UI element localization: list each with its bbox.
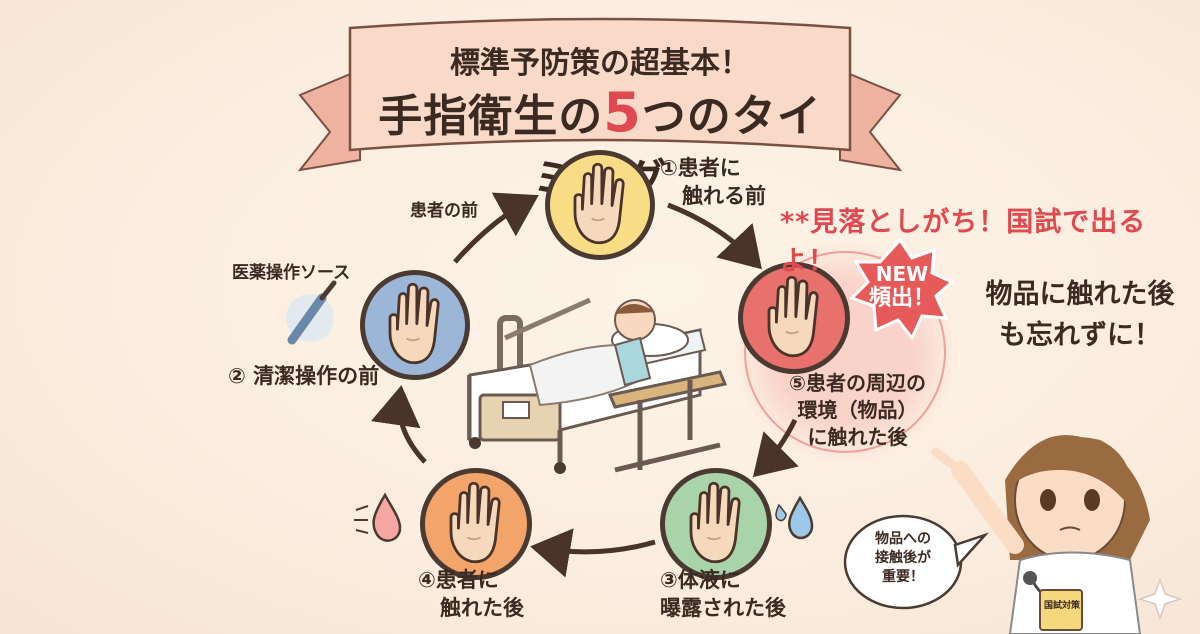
step3-number: ③ [660, 568, 678, 592]
new-badge [849, 237, 955, 341]
step5-line2: 環境（物品） [797, 398, 918, 422]
hand-icon [767, 275, 819, 358]
scalpel-icon [286, 280, 337, 345]
new-badge-text: NEW 頻出！ [856, 262, 948, 312]
sparkle-icon [1137, 577, 1183, 621]
new-badge-top: NEW [875, 262, 929, 286]
nurse-character [931, 435, 1150, 634]
arrow-3-to-4 [530, 528, 656, 578]
step5-circle [738, 262, 850, 374]
arrow-4-to-2 [371, 385, 427, 464]
step1-line1: 患者に [677, 156, 741, 180]
side-note-line1: 物品に触れた後 [985, 279, 1175, 310]
hand-icon [689, 481, 741, 564]
hand-icon [449, 481, 501, 564]
step3-circle [660, 468, 772, 580]
title-banner [297, 17, 903, 172]
label-patient-front: 患者の前 [410, 201, 478, 221]
step1-number: ① [660, 156, 678, 180]
step2-circle [360, 270, 470, 380]
side-note-line2: も忘れずに！ [999, 319, 1161, 351]
water-drop-icon [775, 495, 814, 540]
banner-subtitle: 標準予防策の超基本！ [450, 46, 750, 81]
label-medical-source: 医薬操作ソース [232, 263, 351, 283]
red-note: **見落としがち！国試で出るよ！ [780, 207, 1147, 277]
speech-line2: 接触後が [875, 549, 931, 566]
hand-icon [573, 162, 625, 245]
arrow-2-to-1 [453, 192, 539, 264]
arrow-5-to-3 [752, 418, 799, 478]
speech-line3: 重要！ [882, 568, 924, 585]
step4-label: ④患者に 触れた後 [418, 566, 524, 623]
step5-line1: 患者の周辺の [805, 371, 926, 395]
step4-line1: 患者に [435, 568, 499, 592]
step5-number: ⑤ [789, 371, 806, 395]
blood-drop-icon [372, 492, 402, 542]
step1-line2: 触れる前 [682, 184, 766, 209]
step5-line3: に触れた後 [807, 425, 908, 449]
hospital-bed-illustration [467, 297, 728, 474]
hand-icon [388, 282, 440, 365]
step3-line2: 曝露された後 [660, 596, 786, 621]
banner-title-prefix: 手指衛生の [378, 91, 604, 142]
step4-number: ④ [418, 568, 436, 592]
speech-bubble [843, 514, 990, 610]
step1-circle [545, 150, 655, 260]
new-badge-bottom: 頻出！ [868, 286, 935, 311]
arrow-1-to-5 [667, 202, 762, 270]
step5-label: ⑤患者の周辺の 環境（物品） に触れた後 [760, 370, 955, 451]
highlight-ring [744, 251, 946, 453]
speech-text: 物品への 接触後が 重要！ [850, 530, 956, 587]
speech-line1: 物品への [875, 531, 931, 547]
step3-label: ③体液に 曝露された後 [660, 566, 786, 623]
motion-lines [354, 505, 369, 534]
step3-line1: 体液に [677, 568, 741, 592]
step4-line2: 触れた後 [440, 596, 524, 621]
side-note: 物品に触れた後 も忘れずに！ [960, 275, 1200, 356]
step1-label: ①患者に 触れる前 [660, 154, 766, 211]
banner-title-number: 5 [603, 81, 642, 144]
step2-label: ② 清潔操作の前 [228, 364, 380, 388]
step4-circle [420, 468, 532, 580]
notebook-label: 国試対策 [1043, 601, 1080, 611]
